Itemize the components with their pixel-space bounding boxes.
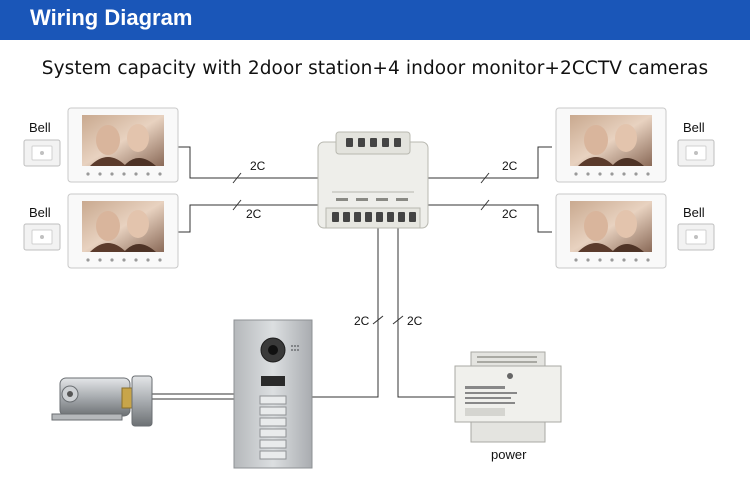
bell-label: Bell bbox=[29, 205, 51, 220]
wire-label: 2C bbox=[250, 159, 266, 173]
header-title: Wiring Diagram bbox=[30, 5, 193, 30]
bell-label: Bell bbox=[683, 120, 705, 135]
wire-door-station bbox=[312, 228, 379, 398]
wires bbox=[152, 146, 552, 400]
diagram-subtitle: System capacity with 2door station+4 ind… bbox=[41, 58, 709, 79]
indoor-monitor-icon bbox=[555, 107, 667, 183]
wire-label: 2C bbox=[246, 207, 262, 221]
wire-label: 2C bbox=[502, 207, 518, 221]
slash-mark bbox=[372, 315, 384, 325]
bell-label: Bell bbox=[29, 120, 51, 135]
bell-icon bbox=[677, 223, 715, 251]
header-bar: Wiring Diagram bbox=[0, 0, 750, 40]
wire-slashes bbox=[232, 172, 490, 325]
wire-power bbox=[397, 228, 455, 398]
electric-lock-icon bbox=[51, 375, 153, 427]
indoor-monitor-icon bbox=[67, 107, 179, 183]
indoor-monitor-icon bbox=[67, 193, 179, 269]
bell-icon bbox=[23, 139, 61, 167]
wire-monitor-4 bbox=[428, 204, 552, 233]
power-supply-icon bbox=[454, 351, 562, 443]
slash-mark bbox=[232, 172, 242, 184]
bell-icon bbox=[677, 139, 715, 167]
indoor-monitor-icon bbox=[555, 193, 667, 269]
wire-monitor-2 bbox=[178, 204, 318, 233]
wire-label: 2C bbox=[502, 159, 518, 173]
slash-mark bbox=[392, 315, 404, 325]
bell-label: Bell bbox=[683, 205, 705, 220]
wire-monitor-1 bbox=[178, 146, 318, 179]
wire-monitor-3 bbox=[428, 146, 552, 179]
distributor-icon bbox=[317, 131, 429, 229]
wire-label: 2C bbox=[407, 314, 423, 328]
slash-mark bbox=[480, 199, 490, 211]
bell-icon bbox=[23, 223, 61, 251]
door-station-icon bbox=[233, 319, 313, 469]
slash-mark bbox=[232, 199, 242, 211]
wire-label: 2C bbox=[354, 314, 370, 328]
power-label: power bbox=[491, 447, 527, 462]
slash-mark bbox=[480, 172, 490, 184]
